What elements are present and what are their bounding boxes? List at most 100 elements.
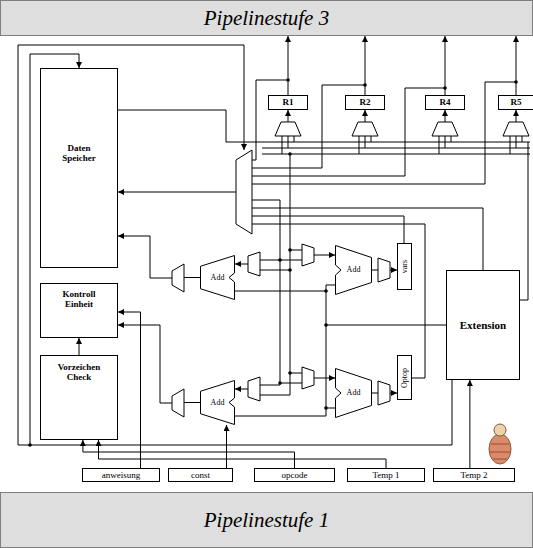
node-label: vars <box>401 260 409 273</box>
signal-arrow <box>288 36 289 95</box>
node-label: Pipelinestufe 1 <box>204 508 329 532</box>
junction-dot <box>324 289 328 293</box>
pipeline-field: Temp 2 <box>433 468 515 482</box>
adder-symbol: Add <box>200 380 235 425</box>
figure-body <box>489 434 511 464</box>
pipeline-field: anweisung <box>82 468 160 482</box>
adder-outline-shape <box>201 381 235 425</box>
figure-head <box>494 424 506 436</box>
stack-register: Optop <box>397 355 412 400</box>
node-label: Add <box>347 388 361 397</box>
mux-output-wire <box>288 110 289 122</box>
signal-arrow <box>365 36 366 95</box>
mux-output-wire <box>445 110 446 122</box>
node-label: anweisung <box>102 470 141 480</box>
junction-dot <box>278 258 282 262</box>
signal-arrow <box>445 36 446 95</box>
register-box: R1 <box>268 95 308 110</box>
pipeline-stage-band: Pipelinestufe 1 <box>0 492 533 548</box>
extension-unit: Extension <box>446 270 520 380</box>
adder-outline-shape <box>336 369 372 418</box>
node-label: Daten Speicher <box>56 143 102 164</box>
junction-dot <box>278 381 282 385</box>
register-box: R2 <box>345 95 385 110</box>
sign-check-unit: Vorzeichen Check <box>40 355 118 440</box>
junction-dot <box>324 406 328 410</box>
signal-arrow <box>99 440 387 468</box>
multiplexer-symbol <box>302 244 314 266</box>
node-label: Temp 1 <box>372 470 399 480</box>
memory-block: Daten Speicher <box>40 68 118 268</box>
mux-output-wire <box>314 255 335 256</box>
mux-output-wire <box>365 110 366 122</box>
node-label: Kontroll Einheit <box>56 289 102 310</box>
figure-stripes <box>490 444 510 459</box>
mux-output-wire <box>118 236 172 278</box>
junction-dot <box>288 152 292 156</box>
adder-outline-shape <box>201 256 235 300</box>
adder-symbol: Add <box>335 368 372 418</box>
control-unit: Kontroll Einheit <box>40 283 118 338</box>
signal-arrow <box>83 440 295 468</box>
multiplexer-symbol <box>248 377 260 401</box>
multiplexer-symbol <box>302 367 314 389</box>
mux-output-wire <box>118 325 172 403</box>
pipeline-field: opcode <box>254 468 335 482</box>
node-label: Optop <box>401 368 409 388</box>
node-label: opcode <box>282 470 308 480</box>
signal-arrow <box>226 425 227 468</box>
bus-wire <box>262 142 530 154</box>
node-label: Pipelinestufe 3 <box>204 6 329 30</box>
multiplexer-symbol <box>236 150 252 234</box>
mux-output-wire <box>118 192 236 193</box>
multiplexer-symbol <box>352 122 378 136</box>
register-box: R5 <box>498 95 533 110</box>
multiplexer-symbol <box>503 122 529 136</box>
multiplexer-symbol <box>248 252 260 276</box>
mux-output-wire <box>235 264 248 265</box>
junction-dot <box>324 323 328 327</box>
mux-output-wire <box>235 389 248 390</box>
node-label: Temp 2 <box>460 470 487 480</box>
node-label: const <box>191 470 210 480</box>
mux-output-wire <box>390 393 397 394</box>
multiplexer-symbol <box>172 389 184 417</box>
node-label: R1 <box>283 97 294 107</box>
multiplexer-symbol <box>378 381 390 405</box>
memory-output-wire <box>118 110 262 142</box>
register-box: R4 <box>425 95 465 110</box>
adder-input-wire <box>235 250 335 416</box>
adder-symbol: Add <box>200 255 235 300</box>
multiplexer-symbol <box>432 122 458 136</box>
pipeline-stage-band: Pipelinestufe 3 <box>0 0 533 36</box>
node-label: R5 <box>511 97 522 107</box>
mux-output-wire <box>390 270 397 271</box>
node-label: R2 <box>360 97 371 107</box>
node-label: Extension <box>460 319 506 332</box>
signal-arrow <box>79 338 80 355</box>
adder-symbol: Add <box>335 245 372 295</box>
junction-dot <box>288 248 292 252</box>
multiplexer-symbol <box>378 258 390 282</box>
junction-dot <box>28 443 32 447</box>
node-label: Add <box>211 273 225 282</box>
multiplexer-symbol <box>275 122 301 136</box>
junction-dot <box>288 371 292 375</box>
mux-input-wire <box>282 136 522 154</box>
signal-wire <box>252 142 528 416</box>
node-label: Add <box>347 265 361 274</box>
pipeline-field: const <box>168 468 233 482</box>
node-label: Vorzeichen Check <box>51 362 107 383</box>
junction-dot <box>288 268 292 272</box>
signal-arrow <box>516 36 517 95</box>
mux-output-wire <box>516 110 517 122</box>
register-tap-wire <box>252 80 516 184</box>
multiplexer-symbol <box>172 264 184 292</box>
stack-register: vars <box>397 243 412 290</box>
signal-arrow <box>469 380 470 468</box>
node-label: Add <box>211 398 225 407</box>
pipeline-field: Temp 1 <box>347 468 425 482</box>
signal-arrow <box>118 312 141 468</box>
mux-output-wire <box>314 378 335 379</box>
